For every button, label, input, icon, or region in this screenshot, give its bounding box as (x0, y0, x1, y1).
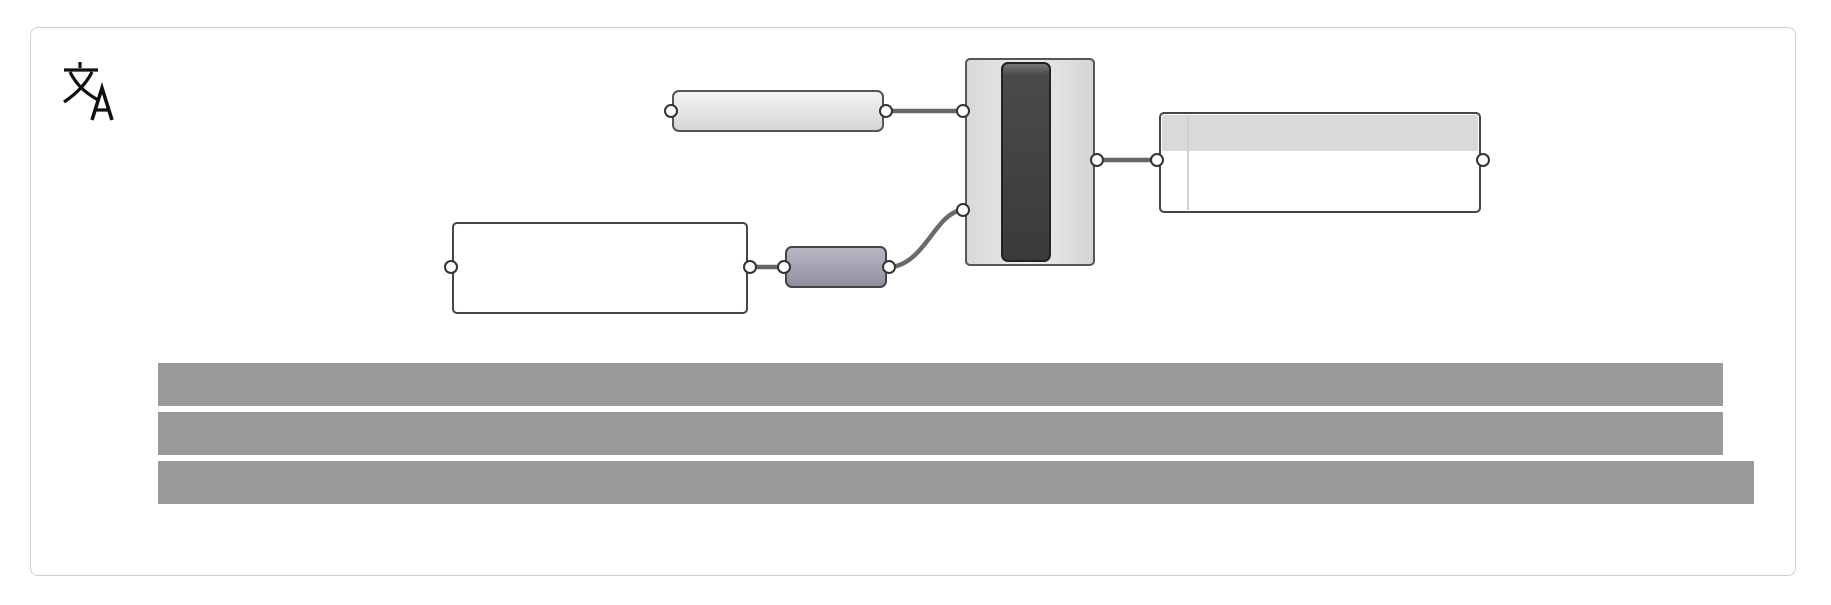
translate-icon[interactable] (60, 60, 126, 126)
input-grip (1150, 153, 1164, 167)
slider-component[interactable] (956, 58, 1104, 266)
redacted-text-line (158, 363, 1723, 406)
toggle-input[interactable] (664, 90, 893, 132)
input-grip (664, 104, 678, 118)
input-grip (444, 260, 458, 274)
wires (752, 108, 1157, 270)
wire-number-to-component (891, 207, 962, 270)
output-panel[interactable] (1150, 112, 1490, 213)
output-panel-header (1162, 115, 1478, 151)
input-grip-b (956, 203, 970, 217)
input-grip (777, 260, 791, 274)
redacted-text-line (158, 412, 1723, 455)
output-grip (1090, 153, 1104, 167)
number-param[interactable] (777, 246, 896, 288)
slider-track (1001, 62, 1051, 262)
redacted-text-line (158, 461, 1754, 504)
output-grip (743, 260, 757, 274)
output-grip (882, 260, 896, 274)
text-panel[interactable] (444, 222, 757, 314)
output-grip (1476, 153, 1490, 167)
input-grip-a (956, 104, 970, 118)
output-grip (879, 104, 893, 118)
